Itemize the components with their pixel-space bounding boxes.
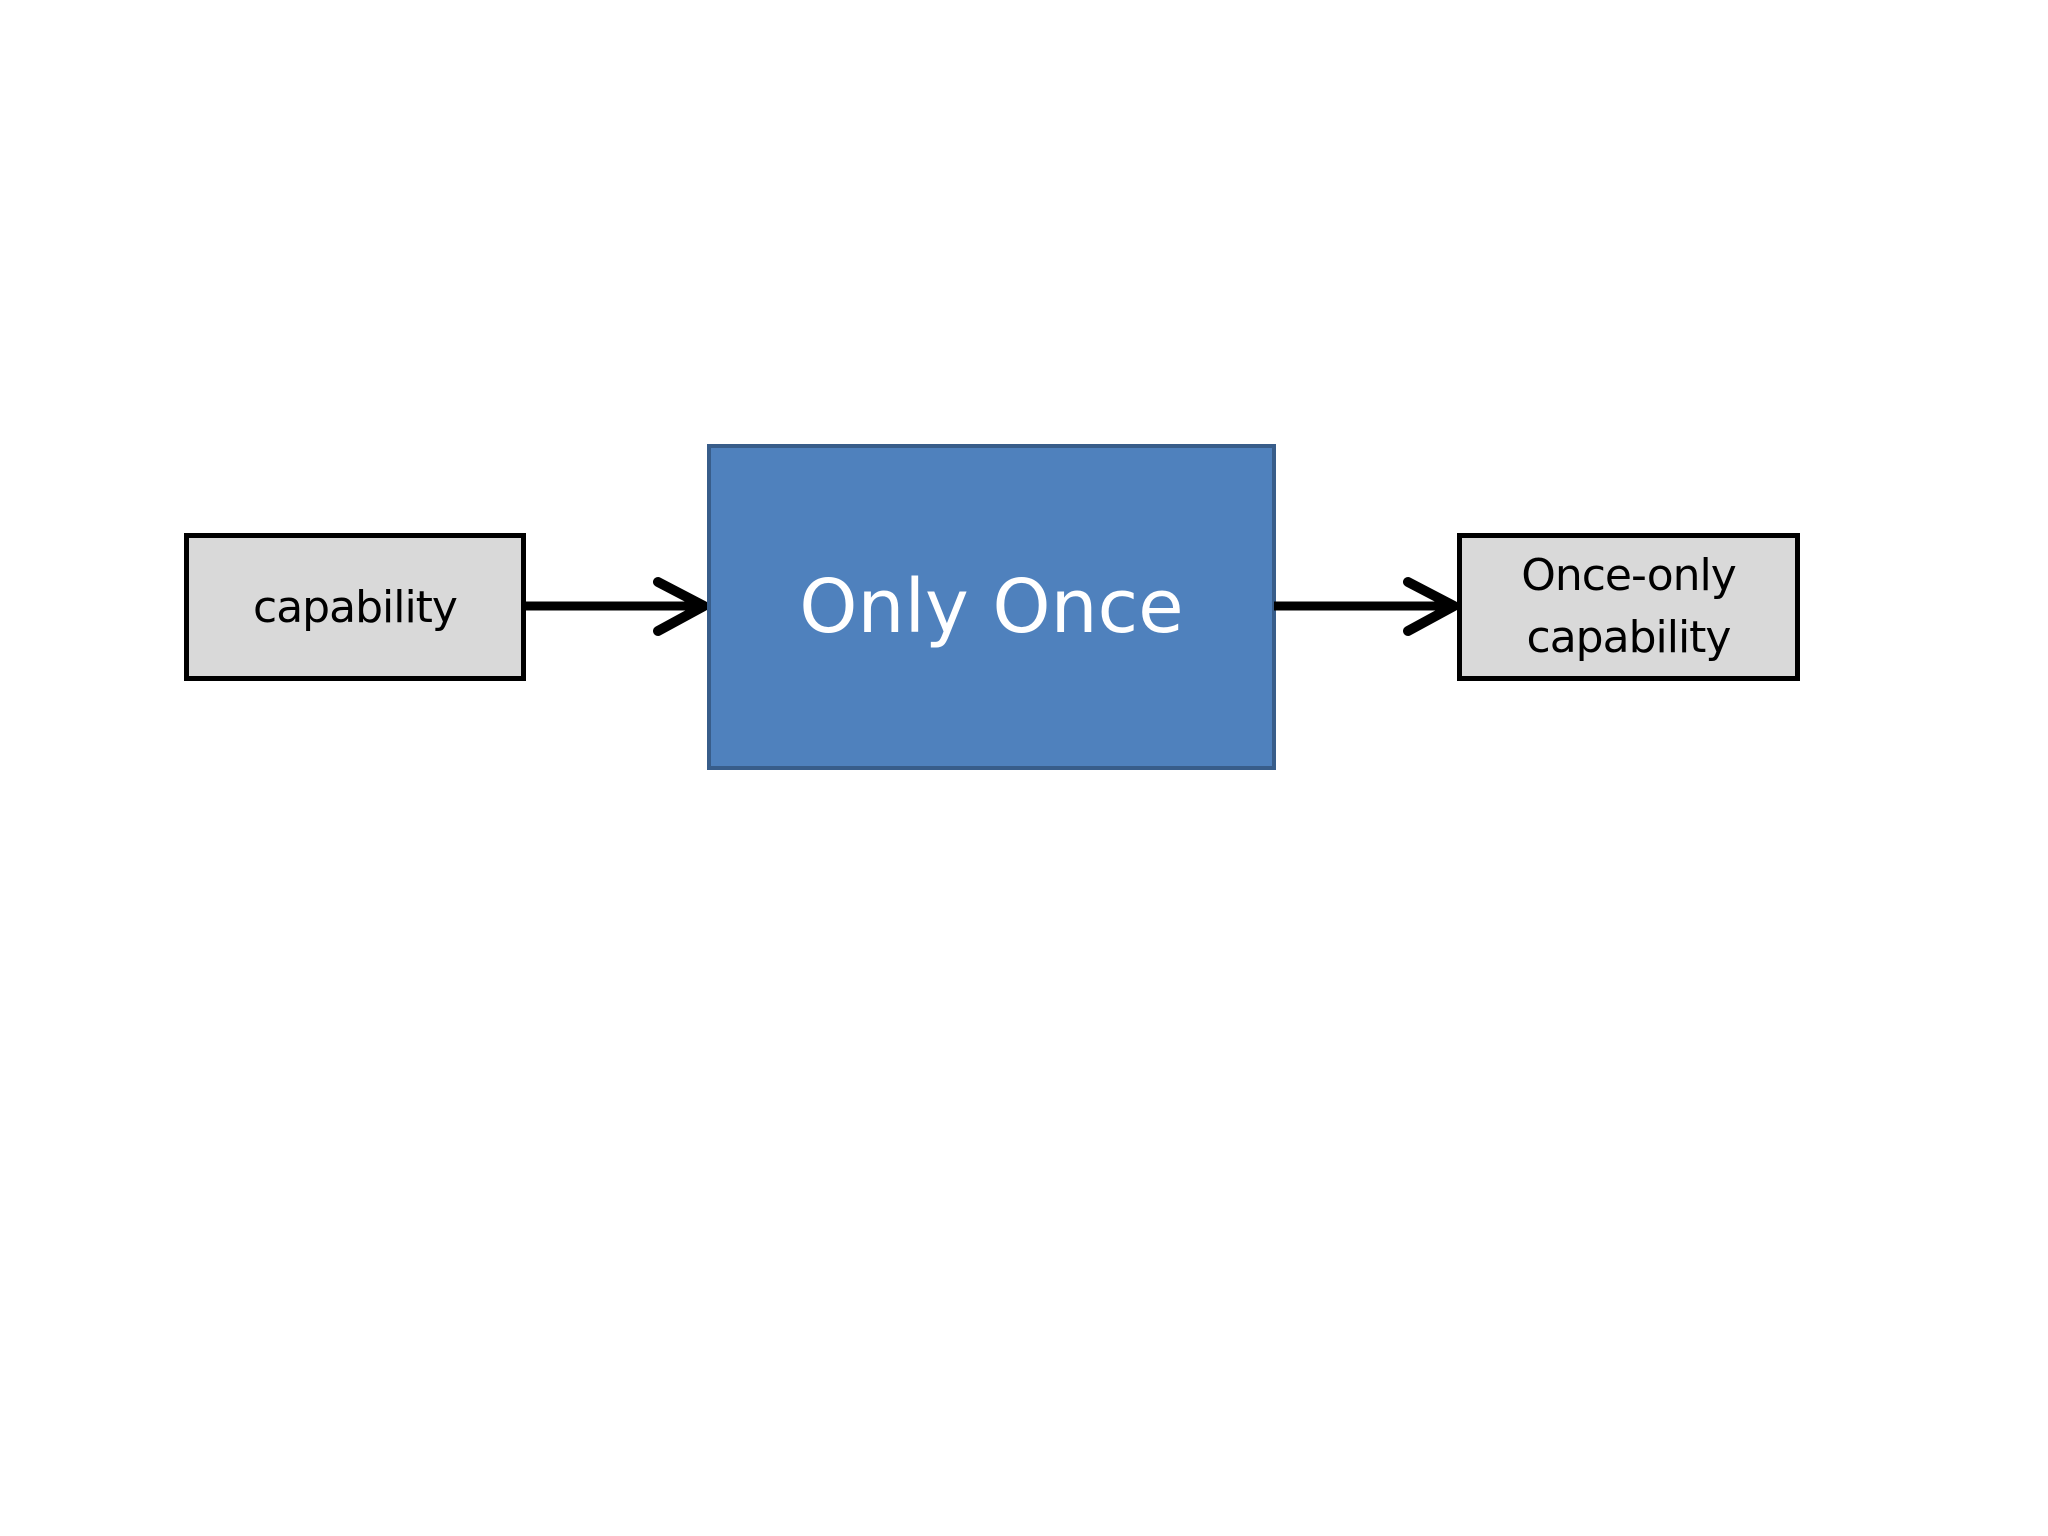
arrow-input-to-center [524,577,709,636]
input-capability-box: capability [184,533,526,681]
only-once-label: Only Once [799,564,1184,650]
output-label-line2: capability [1526,612,1732,663]
arrow-center-to-output [1274,577,1459,636]
output-label-line1: Once-only [1521,550,1737,602]
input-capability-label: capability [253,581,458,633]
output-once-only-capability-box: Once-only capability [1457,533,1800,681]
only-once-box: Only Once [707,444,1276,770]
